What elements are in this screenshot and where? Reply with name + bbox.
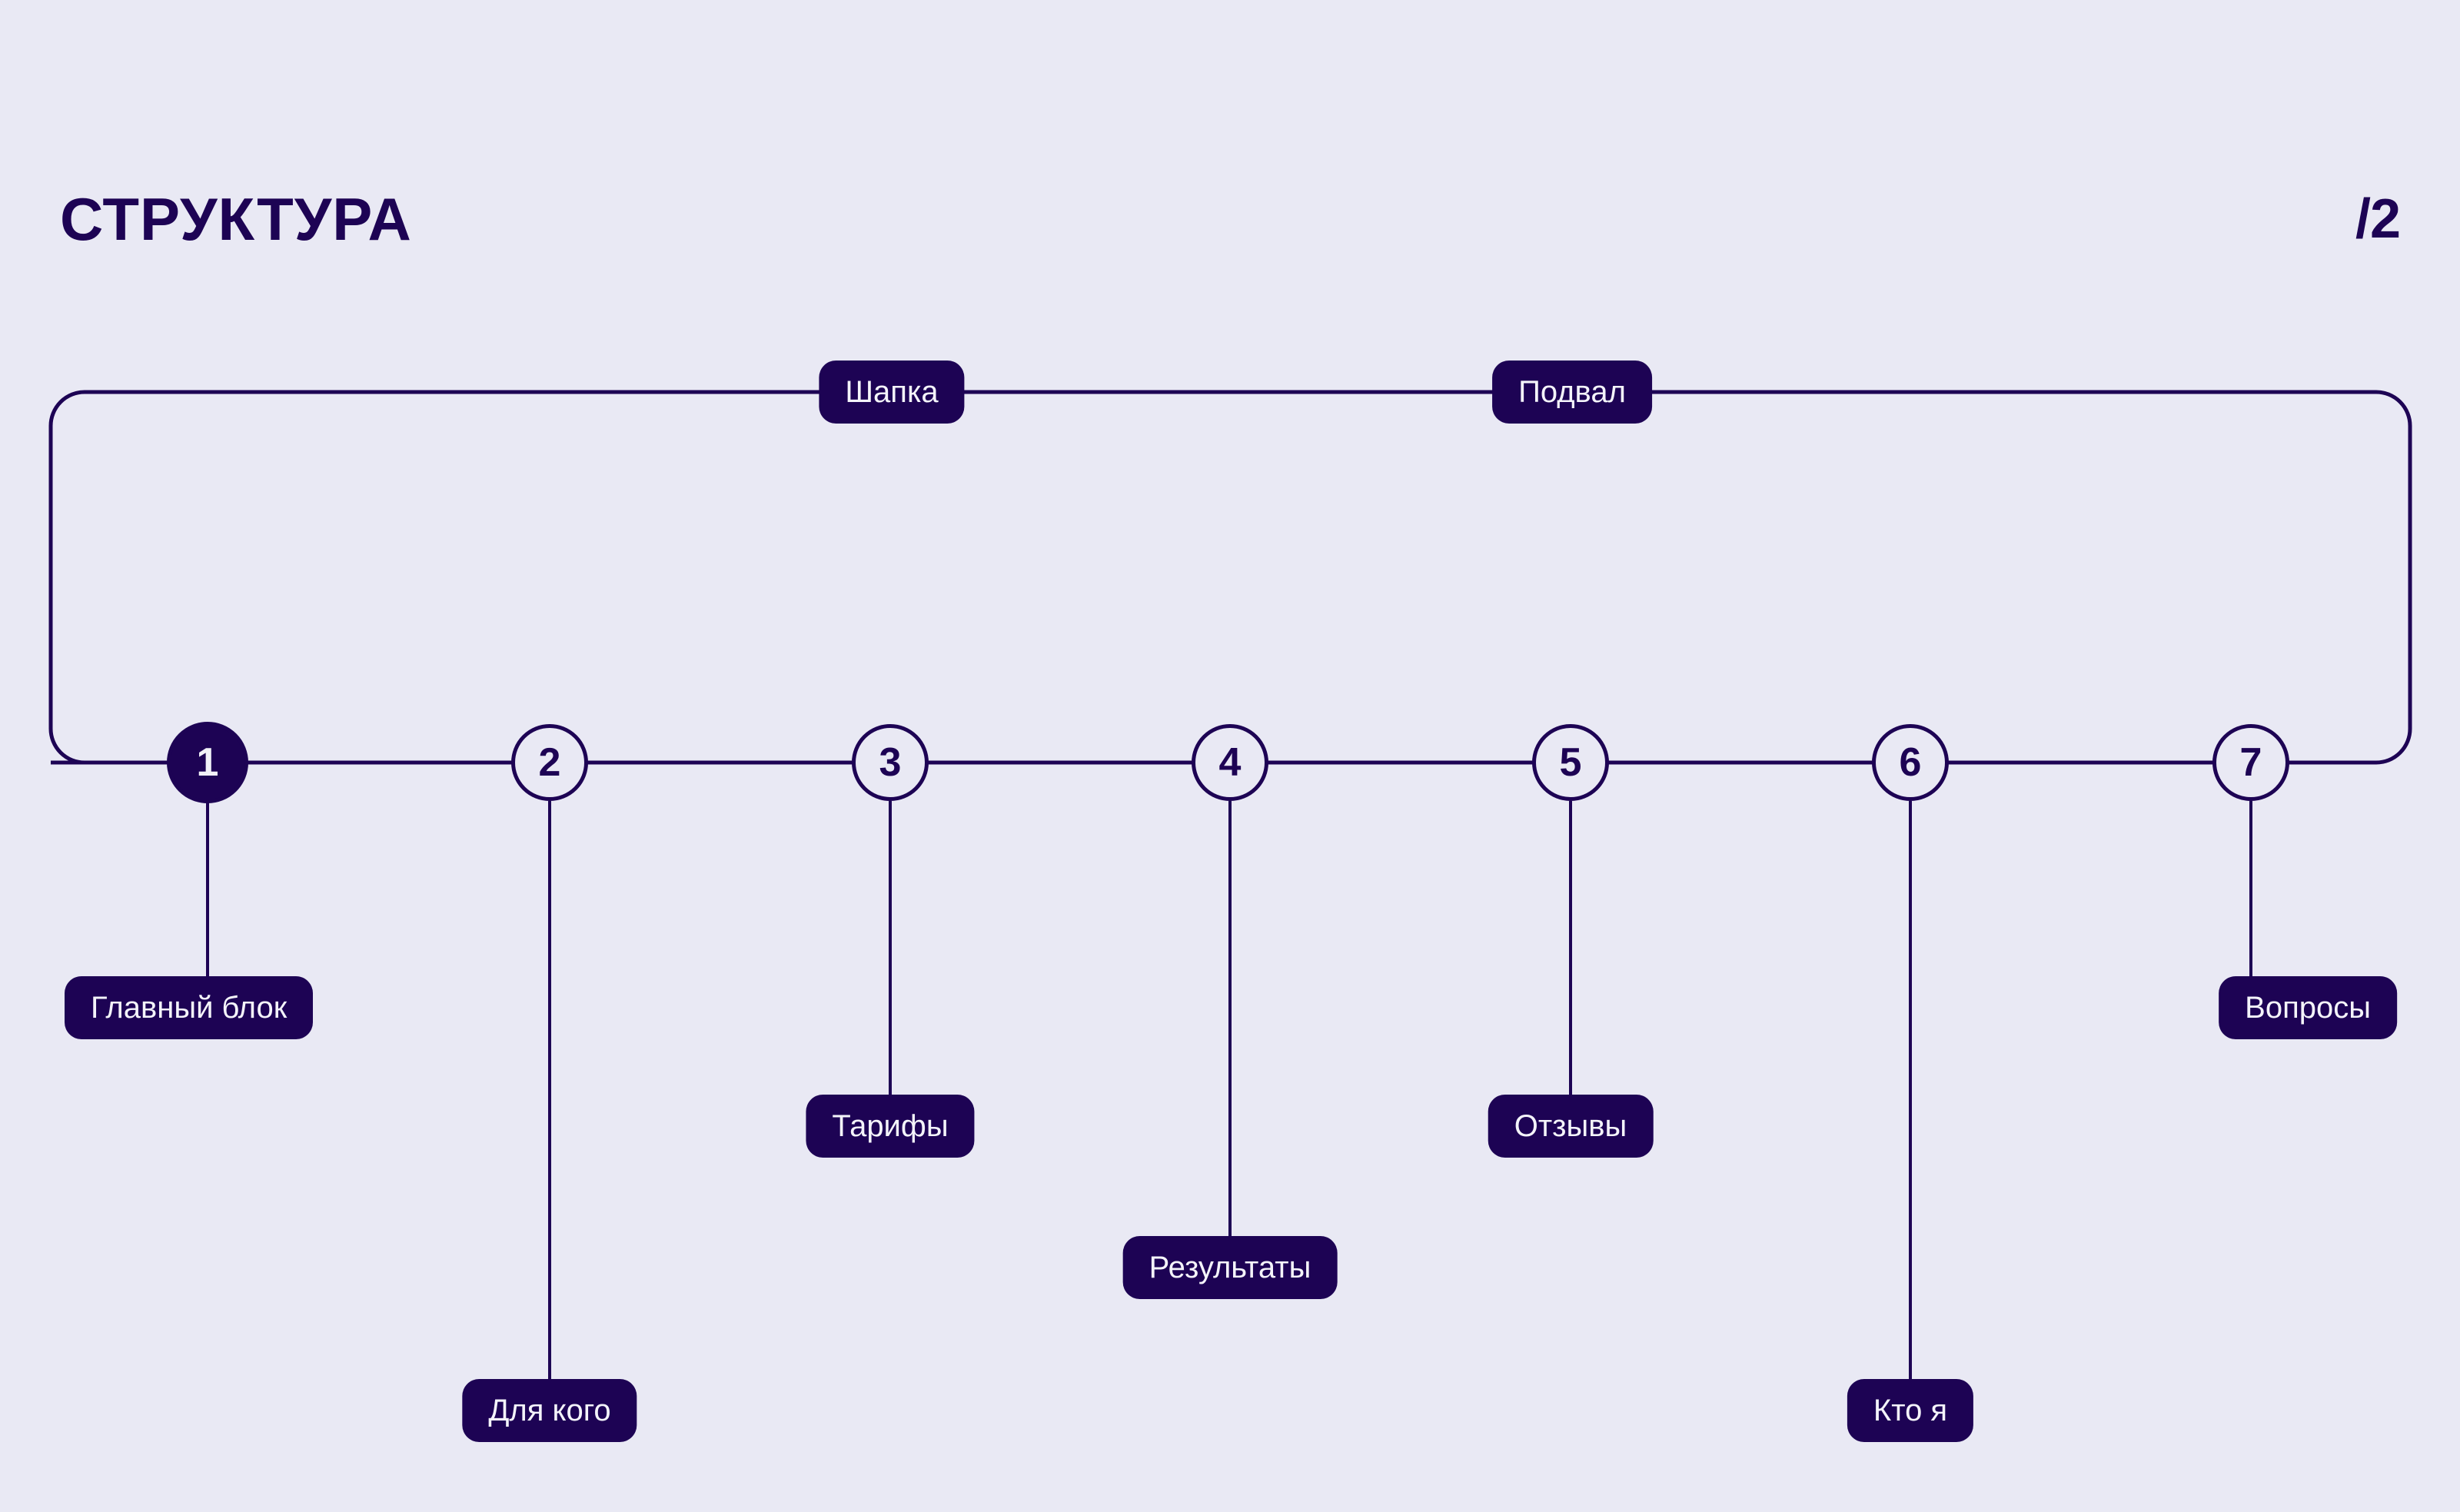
diagram-frame — [48, 390, 2412, 765]
section-label-5[interactable]: Отзывы — [1488, 1095, 1654, 1158]
section-label-3[interactable]: Тарифы — [806, 1095, 975, 1158]
frame-label-2[interactable]: Подвал — [1492, 361, 1652, 424]
section-label-1[interactable]: Главный блок — [65, 976, 314, 1039]
node-circle-3[interactable]: 3 — [852, 724, 929, 801]
section-label-7[interactable]: Вопросы — [2219, 976, 2397, 1039]
page-number: /2 — [2355, 188, 2401, 250]
page-header: СТРУКТУРА /2 — [0, 177, 2460, 261]
page-title: СТРУКТУРА — [60, 185, 412, 253]
node-circle-4[interactable]: 4 — [1192, 724, 1268, 801]
node-circle-6[interactable]: 6 — [1872, 724, 1949, 801]
section-label-4[interactable]: Результаты — [1122, 1236, 1338, 1299]
frame-label-1[interactable]: Шапка — [819, 361, 965, 424]
node-circle-2[interactable]: 2 — [511, 724, 588, 801]
section-label-6[interactable]: Кто я — [1847, 1379, 1974, 1442]
node-circle-7[interactable]: 7 — [2212, 724, 2289, 801]
section-label-2[interactable]: Для кого — [462, 1379, 637, 1442]
node-circle-1[interactable]: 1 — [167, 722, 248, 803]
node-circle-5[interactable]: 5 — [1532, 724, 1609, 801]
